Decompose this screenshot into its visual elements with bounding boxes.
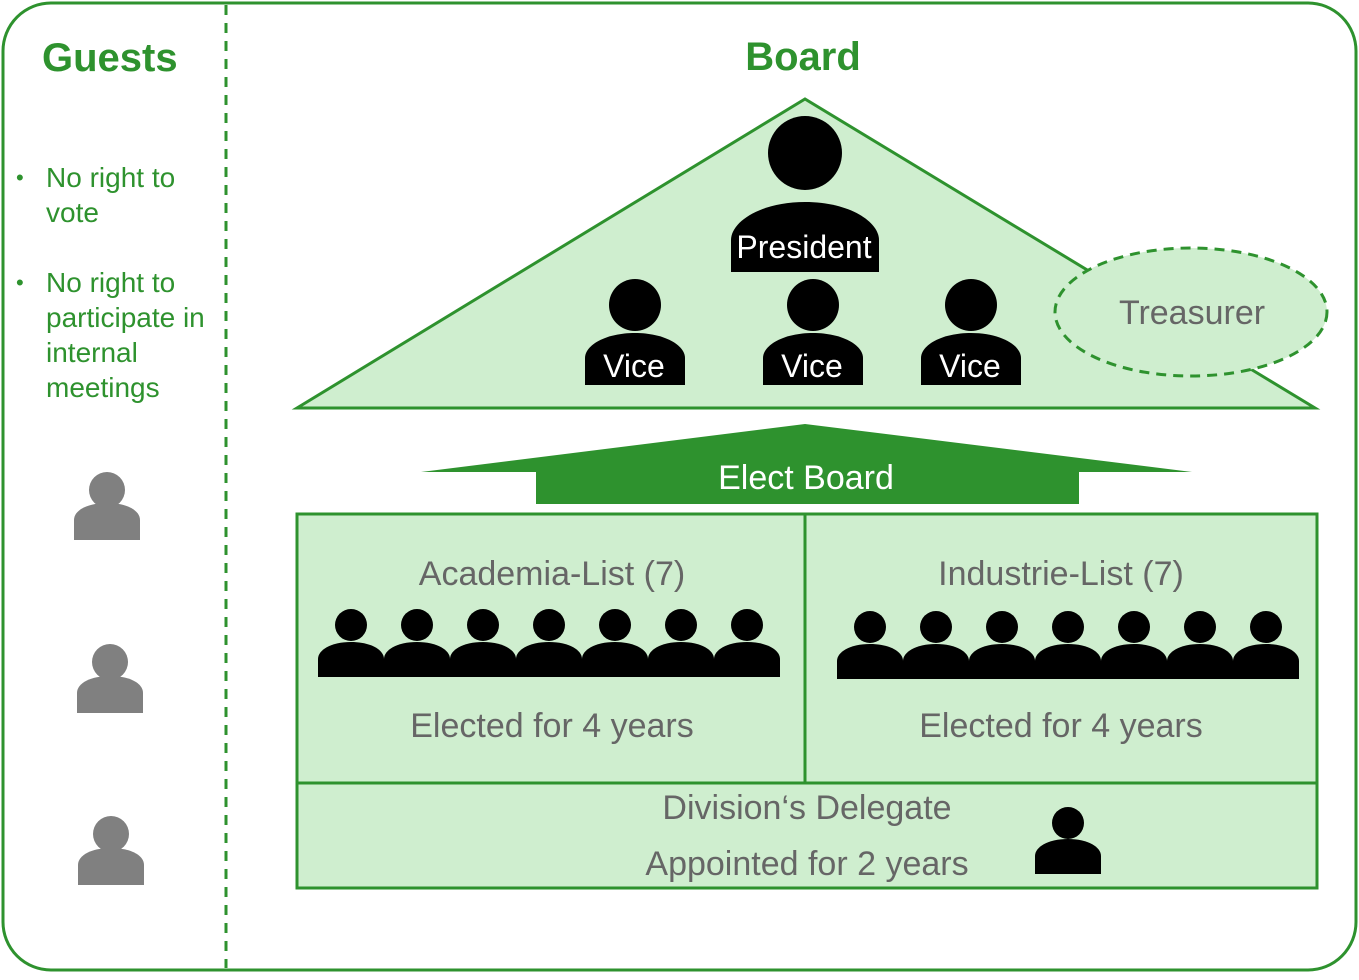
delegate-person-icon — [1035, 807, 1101, 874]
member-person-icon — [516, 609, 582, 677]
member-person-icon — [1167, 611, 1233, 679]
guest-person-icon — [78, 816, 144, 885]
guest-note: No right to vote — [16, 160, 216, 230]
vice-person-icon — [921, 279, 1021, 385]
academia-list-title: Academia-List (7) — [419, 555, 685, 593]
president-person-icon — [731, 116, 879, 272]
guests-title: Guests — [42, 36, 178, 80]
delegate-title: Division‘s Delegate — [662, 789, 951, 827]
academia-term: Elected for 4 years — [410, 707, 693, 745]
member-person-icon — [384, 609, 450, 677]
vice-label: Vice — [939, 348, 1001, 384]
elect-board-arrow — [421, 424, 1192, 504]
member-person-icon — [714, 609, 780, 677]
vice-label: Vice — [781, 348, 843, 384]
industrie-list-title: Industrie-List (7) — [938, 555, 1184, 593]
board-title: Board — [745, 35, 861, 79]
industrie-term: Elected for 4 years — [919, 707, 1202, 745]
vice-person-icon — [585, 279, 685, 385]
member-person-icon — [837, 611, 903, 679]
guest-person-icon — [77, 644, 143, 713]
member-person-icon — [648, 609, 714, 677]
industrie-members — [837, 611, 1299, 679]
guest-note: No right to participate in internal meet… — [16, 265, 216, 405]
member-person-icon — [1101, 611, 1167, 679]
member-person-icon — [969, 611, 1035, 679]
member-person-icon — [582, 609, 648, 677]
delegate-box — [295, 781, 1319, 890]
member-person-icon — [450, 609, 516, 677]
vice-person-icon — [763, 279, 863, 385]
delegate-term: Appointed for 2 years — [645, 845, 968, 883]
member-person-icon — [1233, 611, 1299, 679]
member-person-icon — [903, 611, 969, 679]
vice-label: Vice — [603, 348, 665, 384]
president-label: President — [736, 229, 871, 265]
guest-notes: No right to vote No right to participate… — [16, 160, 216, 440]
academia-members — [318, 609, 780, 677]
treasurer-ellipse — [1053, 246, 1329, 378]
treasurer-label: Treasurer — [1119, 294, 1265, 332]
member-person-icon — [1035, 611, 1101, 679]
guest-person-icon — [74, 472, 140, 540]
elect-board-label: Elect Board — [718, 459, 894, 497]
member-person-icon — [318, 609, 384, 677]
